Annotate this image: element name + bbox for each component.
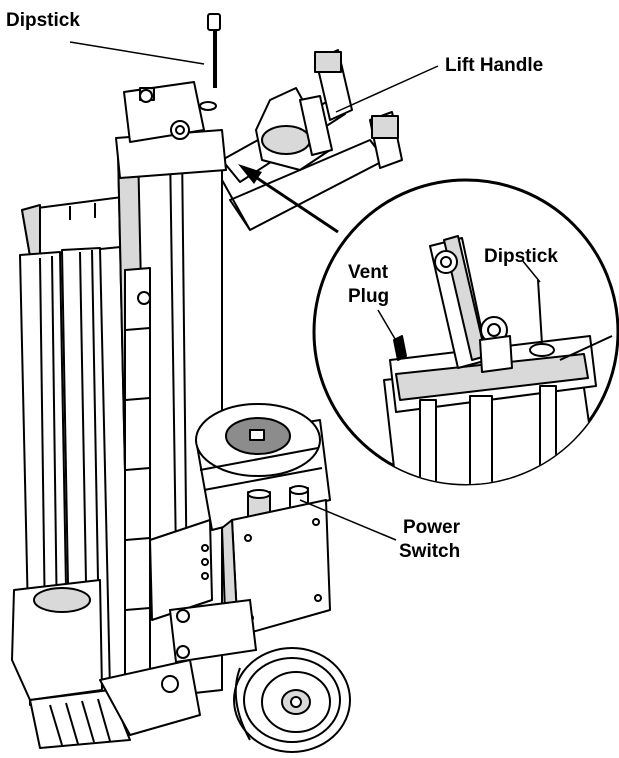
- label-vent-plug-line2: Plug: [348, 286, 389, 307]
- inset-detail: [312, 178, 619, 486]
- main-column: [115, 81, 227, 703]
- label-power-switch-line1: Power: [403, 517, 461, 538]
- foot-plate: [11, 579, 201, 749]
- leader-lines: [69, 41, 541, 541]
- label-power-switch-line2: Switch: [399, 541, 460, 562]
- label-lift-handle: Lift Handle: [445, 55, 543, 76]
- lift-handle: [221, 49, 403, 231]
- pointer-arrow: [238, 164, 339, 234]
- wheel: [168, 598, 351, 753]
- label-dipstick-top: Dipstick: [6, 10, 80, 31]
- dipstick-part: [199, 13, 221, 111]
- label-vent-plug-line1: Vent: [348, 262, 389, 283]
- label-dipstick-inset: Dipstick: [484, 246, 558, 267]
